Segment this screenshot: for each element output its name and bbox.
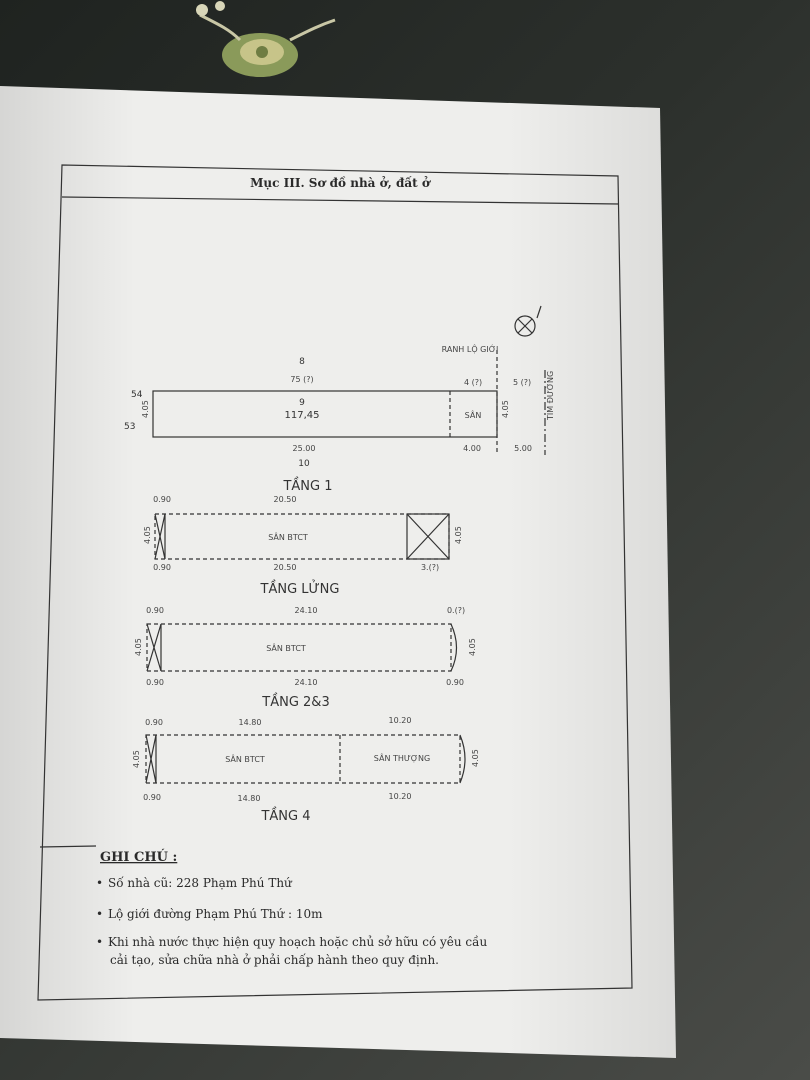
mezzanine-bottom-dim-3: 0.90 [446, 678, 464, 687]
floor-2-3-side-dim-right: 4.05 [471, 749, 480, 767]
floor-1-bottom-dim-2: 20.50 [274, 563, 297, 572]
site-bottom-dim-2: 4.00 [463, 444, 481, 453]
floor-2-3-room-label-2: SÂN THƯỢNG [374, 752, 430, 763]
mezzanine-top-dim-3: 0.(?) [447, 606, 465, 615]
floor-1-top-dim-2: 20.50 [274, 495, 297, 504]
mezzanine-bottom-dim-1: 0.90 [146, 678, 164, 687]
floor-title-2-3: TẦNG 2&3 [261, 693, 329, 710]
floor-2-3-side-dim-left: 4.05 [132, 750, 141, 768]
floor-2-3-room-label-1: SÂN BTCT [225, 753, 265, 764]
site-plan: 8 54 53 10 9 117,45 SÂN RANH LỘ GIỚI TIM… [124, 343, 555, 469]
floor-1-bottom-dim-1: 0.90 [153, 563, 171, 572]
floor-plan-mezzanine: SÂN BTCT 0.90 24.10 0.(?) 0.90 24.10 0.9… [134, 606, 477, 687]
west-lot-number-bottom: 53 [124, 422, 135, 432]
yard-label: SÂN [465, 409, 482, 420]
mezzanine-room-label: SÂN BTCT [266, 642, 306, 653]
floor-1-side-dim-left: 4.05 [143, 526, 152, 544]
flower-decoration-icon [196, 1, 336, 77]
floor-2-3-bottom-dim-3: 10.20 [389, 792, 412, 801]
note-bullet-2-icon: • [96, 907, 103, 921]
mezzanine-bottom-dim-2: 24.10 [295, 678, 318, 687]
notes-title: GHI CHÚ : [100, 848, 177, 865]
floor-2-3-top-dim-3: 10.20 [389, 716, 412, 725]
title-divider [61, 196, 620, 205]
floor-plan-1: SÂN BTCT 0.90 20.50 0.90 20.50 3.(?) 4.0… [143, 495, 463, 572]
floor-1-side-dim-right: 4.05 [454, 526, 463, 544]
west-lot-number-top: 54 [131, 390, 143, 400]
note-1: Số nhà cũ: 228 Phạm Phú Thứ [108, 875, 293, 890]
note-bullet-1-icon: • [96, 876, 103, 890]
mezzanine-top-dim-2: 24.10 [295, 606, 318, 615]
site-top-dim-1: 75 (?) [290, 375, 313, 384]
boundary-label: RANH LỘ GIỚI [442, 343, 499, 354]
floor-1-top-dim-1: 0.90 [153, 495, 171, 504]
lot-number: 9 [299, 398, 305, 408]
floor-2-3-top-dim-1: 0.90 [145, 718, 163, 727]
note-2: Lộ giới đường Phạm Phú Thứ : 10m [108, 907, 323, 921]
north-arrow-icon [514, 305, 542, 337]
site-side-dim-right: 4.05 [501, 400, 510, 418]
floor-2-3-bottom-dim-1: 0.90 [143, 793, 161, 802]
section-title: Mục III. Sơ đồ nhà ở, đất ở [250, 175, 431, 190]
note-3-continued: cải tạo, sửa chữa nhà ở phải chấp hành t… [110, 952, 439, 967]
floor-1-room-label: SÂN BTCT [268, 531, 308, 542]
floor-title-1: TẦNG 1 [282, 477, 332, 494]
mezzanine-side-dim-left: 4.05 [134, 638, 143, 656]
paper-sheet [0, 86, 676, 1058]
floor-1-bottom-dim-3: 3.(?) [421, 563, 439, 572]
north-lot-number: 8 [299, 357, 305, 367]
south-lot-number: 10 [298, 459, 310, 469]
lot-area: 117,45 [285, 410, 320, 421]
floor-plan-2-3: SÂN BTCT SÂN THƯỢNG 0.90 14.80 10.20 0.9… [132, 716, 480, 803]
document-frame [37, 164, 633, 1001]
mezzanine-side-dim-right: 4.05 [468, 638, 477, 656]
floor-title-4: TẦNG 4 [260, 807, 310, 824]
site-top-dim-2: 4 (?) [464, 378, 482, 387]
site-bottom-dim-1: 25.00 [293, 444, 316, 453]
floor-title-mezzanine: TẦNG LỬNG [260, 580, 340, 597]
site-top-dim-3: 5 (?) [513, 378, 531, 387]
mezzanine-top-dim-1: 0.90 [146, 606, 164, 615]
street-centerline-label: TIM ĐƯỜNG [544, 371, 555, 421]
site-side-dim-left: 4.05 [141, 400, 150, 418]
floor-2-3-top-dim-2: 14.80 [239, 718, 262, 727]
site-bottom-dim-3: 5.00 [514, 444, 532, 453]
note-3: Khi nhà nước thực hiện quy hoạch hoặc ch… [108, 934, 487, 949]
floor-2-3-bottom-dim-2: 14.80 [238, 794, 261, 803]
note-bullet-3-icon: • [96, 935, 103, 949]
